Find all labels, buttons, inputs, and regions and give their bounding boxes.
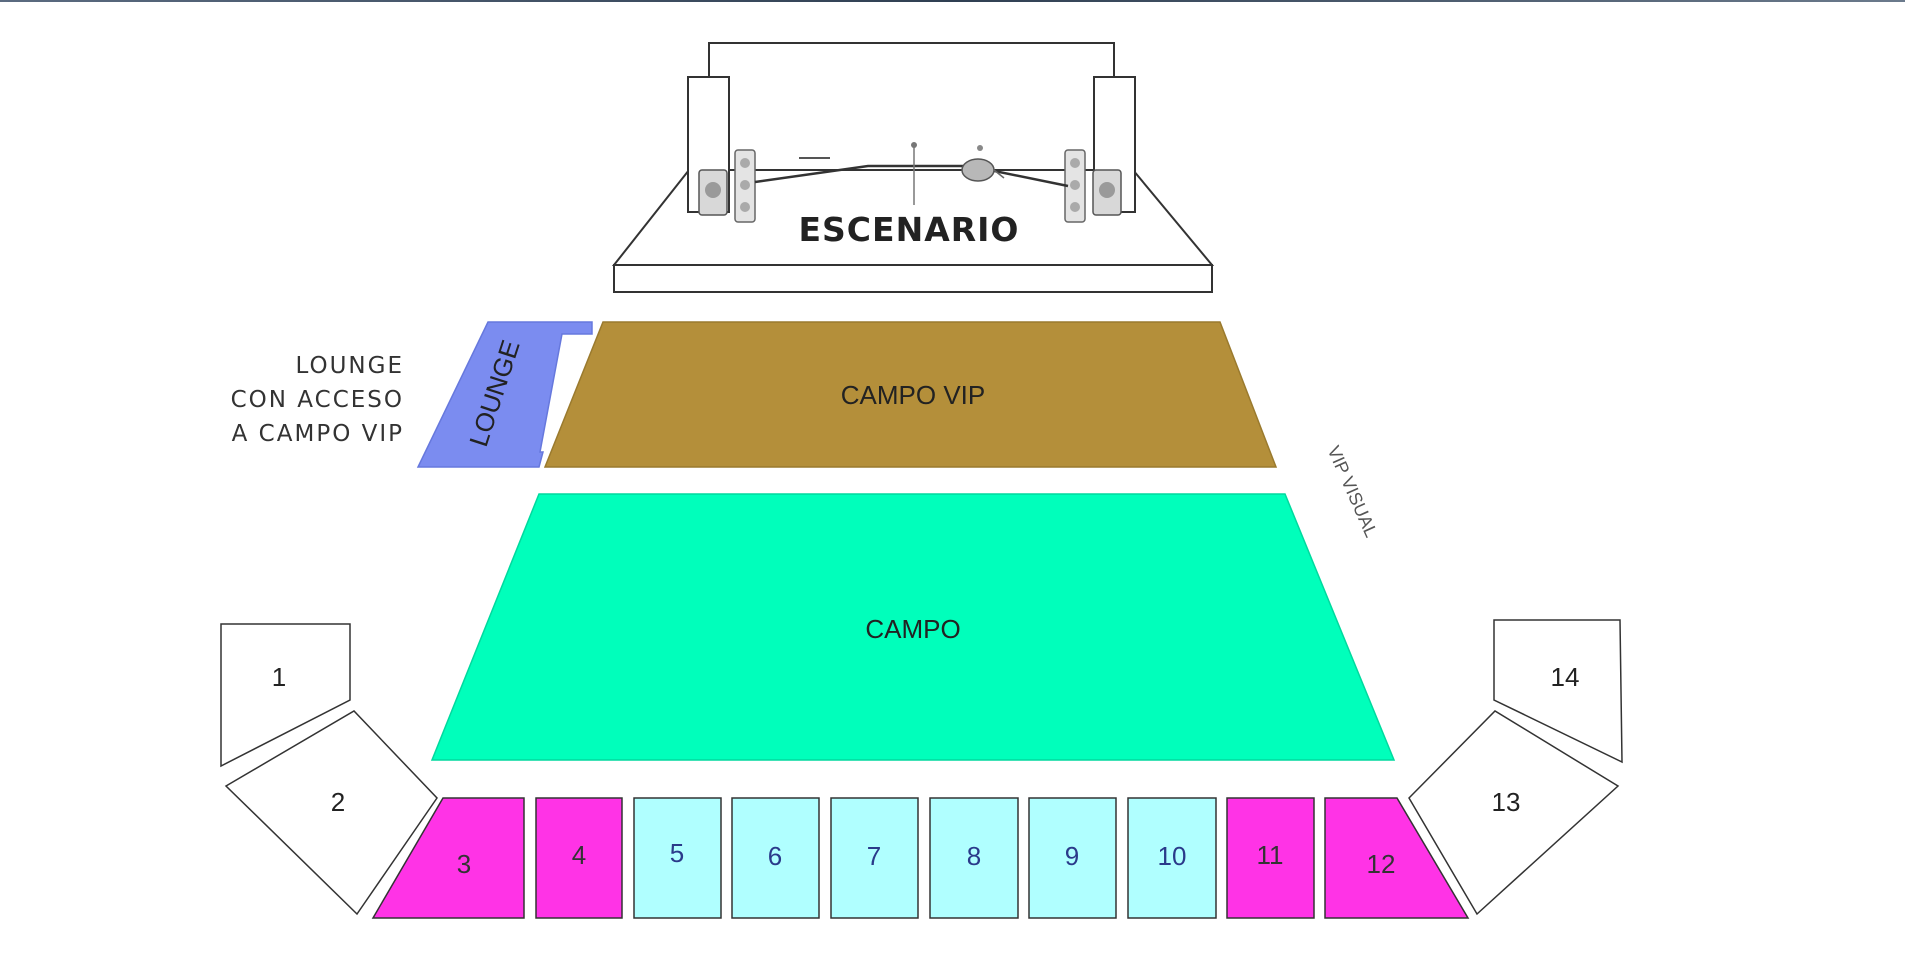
section-10-label: 10: [1158, 841, 1187, 871]
section-11-label: 11: [1257, 840, 1284, 870]
stage-backdrop: [708, 42, 1115, 194]
right-speaker-stack: [1064, 149, 1122, 223]
section-9[interactable]: 9: [1028, 797, 1117, 919]
section-1[interactable]: 1: [220, 623, 351, 768]
section-6[interactable]: 6: [731, 797, 820, 919]
section-6-label: 6: [768, 841, 782, 871]
stage-cable: [754, 164, 1069, 188]
vip-visual-label: VIP VISUAL: [1323, 443, 1381, 540]
section-4[interactable]: 4: [535, 797, 623, 919]
section-3-label: 3: [457, 849, 471, 879]
lounge-area[interactable]: [416, 321, 593, 468]
stage-label: ESCENARIO: [799, 210, 1020, 249]
lounge-note-line-1: LOUNGE: [296, 353, 405, 379]
campo-area[interactable]: [430, 493, 1396, 761]
campo-section[interactable]: CAMPO: [430, 493, 1396, 761]
section-2-label: 2: [331, 787, 345, 817]
section-3[interactable]: 3: [371, 797, 525, 919]
campo-label: CAMPO: [865, 614, 960, 644]
section-2[interactable]: 2: [224, 710, 438, 916]
section-11[interactable]: 11: [1226, 797, 1315, 919]
left-speaker-stack: [698, 149, 756, 223]
campo-vip-area[interactable]: [543, 321, 1278, 468]
section-12-label: 12: [1367, 849, 1396, 879]
section-14-label: 14: [1551, 662, 1580, 692]
section-7-label: 7: [867, 841, 881, 871]
drum-kit-icon: [961, 145, 1005, 182]
campo-vip-label: CAMPO VIP: [841, 380, 985, 410]
section-9-label: 9: [1065, 841, 1079, 871]
section-10[interactable]: 10: [1127, 797, 1217, 919]
campo-vip-section[interactable]: CAMPO VIP: [543, 321, 1278, 468]
section-13-label: 13: [1492, 787, 1521, 817]
section-8[interactable]: 8: [929, 797, 1019, 919]
lounge-note-line-3: A CAMPO VIP: [232, 421, 404, 447]
section-14[interactable]: 14: [1493, 619, 1623, 764]
lounge-section[interactable]: LOUNGE: [416, 321, 593, 468]
stage: ESCENARIO: [611, 42, 1215, 293]
lounge-note-line-2: CON ACCESO: [231, 387, 404, 413]
section-8-label: 8: [967, 841, 981, 871]
section-5[interactable]: 5: [633, 797, 722, 919]
section-13[interactable]: 13: [1408, 710, 1620, 916]
section-4-label: 4: [572, 840, 586, 870]
section-5-label: 5: [670, 838, 684, 868]
stage-front: [613, 264, 1213, 293]
top-border: [0, 0, 1905, 2]
section-12[interactable]: 12: [1324, 797, 1470, 919]
section-1-label: 1: [272, 662, 286, 692]
section-7[interactable]: 7: [830, 797, 919, 919]
